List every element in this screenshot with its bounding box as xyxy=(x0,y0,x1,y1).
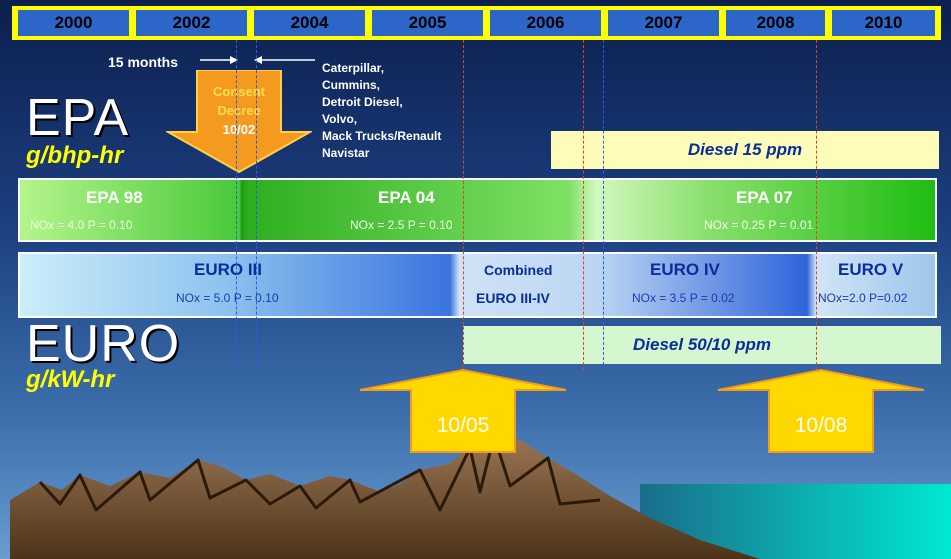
epa-unit: g/bhp-hr xyxy=(26,142,124,169)
euro-stage-name: EURO III xyxy=(194,260,263,279)
epa-stage-name: EPA 98 xyxy=(86,188,143,207)
year-cell: 2002 xyxy=(136,10,247,36)
months-span-arrows xyxy=(200,56,315,64)
epa-stage-limits: NOx = 4.0 P = 0.10 xyxy=(30,218,133,232)
company-name: Volvo, xyxy=(322,112,358,126)
euro-title: EURO xyxy=(26,315,181,373)
consent-decree-line2: Decree xyxy=(217,103,261,118)
diesel-15ppm-bar: Diesel 15 ppm xyxy=(551,131,939,169)
euro-stage-name: EURO V xyxy=(838,260,904,279)
euro-standards-band: EURO III NOx = 5.0 P = 0.10 Combined EUR… xyxy=(18,252,937,318)
marker-line xyxy=(463,40,464,370)
euro-stage-limits: NOx=2.0 P=0.02 xyxy=(818,291,908,305)
euro-10-08-arrow xyxy=(717,368,925,453)
year-cell: 2004 xyxy=(254,10,365,36)
epa-stage-limits: NOx = 2.5 P = 0.10 xyxy=(350,218,453,232)
euro-stage-limits: NOx = 5.0 P = 0.10 xyxy=(176,291,279,305)
company-name: Navistar xyxy=(322,146,370,160)
consent-decree-date: 10/02 xyxy=(222,122,256,137)
euro-stage-limits: NOx = 3.5 P = 0.02 xyxy=(632,291,735,305)
year-cell: 2005 xyxy=(372,10,483,36)
epa-stage-name: EPA 04 xyxy=(378,188,435,207)
year-cell: 2008 xyxy=(726,10,825,36)
epa-standards-band: EPA 98 NOx = 4.0 P = 0.10 EPA 04 NOx = 2… xyxy=(18,178,937,242)
epa-stage-name: EPA 07 xyxy=(736,188,793,207)
euro-stage-name: Combined xyxy=(484,262,553,278)
year-cell: 2007 xyxy=(608,10,719,36)
consent-decree-line1: Consent xyxy=(213,84,265,99)
year-cell: 2006 xyxy=(490,10,601,36)
euro-10-05-arrow xyxy=(359,368,567,453)
consent-decree-label: Consent Decree 10/02 xyxy=(190,82,288,139)
euro-unit: g/kW-hr xyxy=(26,366,115,393)
marker-line xyxy=(236,40,237,370)
timeline-year-bar: 2000 2002 2004 2005 2006 2007 2008 2010 xyxy=(12,6,941,40)
manufacturer-list: Caterpillar, Cummins, Detroit Diesel, Vo… xyxy=(322,60,441,162)
euro-10-08-label: 10/08 xyxy=(794,414,848,437)
marker-line xyxy=(603,40,604,370)
marker-line xyxy=(583,40,584,370)
euro-stage-name: EURO IV xyxy=(650,260,720,279)
consent-decree-arrow xyxy=(166,70,312,174)
company-name: Detroit Diesel, xyxy=(322,95,403,109)
year-cell: 2010 xyxy=(832,10,935,36)
euro-stage-name-line2: EURO III-IV xyxy=(476,290,550,306)
company-name: Cummins, xyxy=(322,78,381,92)
company-name: Mack Trucks/Renault xyxy=(322,129,442,143)
fifteen-months-label: 15 months xyxy=(108,54,179,70)
marker-line xyxy=(256,40,257,370)
epa-stage-limits: NOx = 0.25 P = 0.01 xyxy=(704,218,814,232)
diesel-50-10ppm-bar: Diesel 50/10 ppm xyxy=(463,326,941,364)
epa-title: EPA xyxy=(26,89,130,147)
company-name: Caterpillar, xyxy=(322,61,385,75)
marker-line xyxy=(816,40,817,370)
euro-10-05-label: 10/05 xyxy=(436,414,490,437)
year-cell: 2000 xyxy=(18,10,129,36)
